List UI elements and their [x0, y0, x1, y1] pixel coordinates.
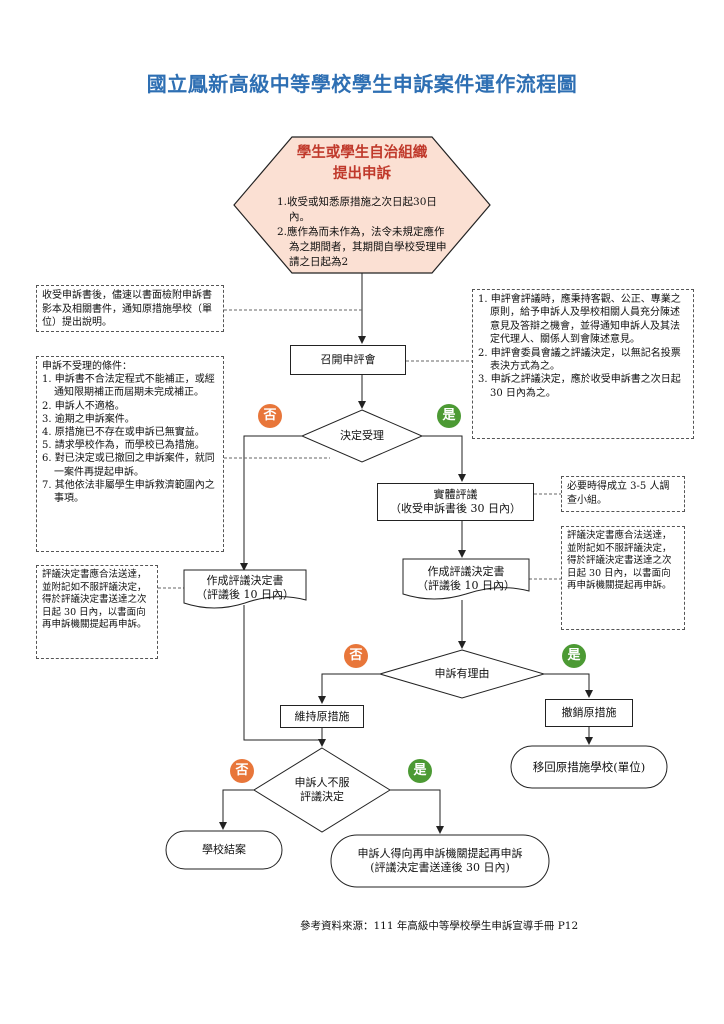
not-accepted-title: 申訴不受理的條件：	[42, 361, 132, 372]
connector-decision-no	[240, 435, 302, 571]
yes-badge-reason: 是	[562, 644, 586, 668]
start-title-line2: 提出申訴	[333, 166, 391, 182]
investigation-note: 必要時得成立 3-5 人調查小組。	[561, 476, 685, 512]
start-title-line1: 學生或學生自治組織	[296, 145, 428, 161]
not-accepted-item-5: 5. 請求學校作為，而學校已為措施。	[42, 440, 205, 452]
right-doc-shape	[402, 558, 530, 600]
left-decision-delivery-note: 評議決定書應合法送達，並附記如不服評議決定，得於評議決定書送達之次日起 30 日…	[36, 565, 158, 659]
dissatisfied-line2: 評議決定	[300, 790, 344, 803]
not-accepted-item-7: 7. 其他依法非屬學生申訴救濟範圍內之事項。	[42, 479, 215, 505]
revoke-measure-box: 撤銷原措施	[545, 699, 633, 727]
not-accepted-note: 申訴不受理的條件： 1. 申訴書不合法定程式不能補正，或經通知限期補正而屆期未完…	[36, 356, 224, 552]
right-decision-delivery-note: 評議決定書應合法送達，並附記如不服評議決定，得於評議決定書送達之次日起 30 日…	[561, 526, 685, 630]
not-accepted-item-2: 2. 申訴人不適格。	[42, 400, 125, 412]
committee-rule-3: 3. 申訴之評議決定，應於收受申訴書之次日起 30 日內為之。	[478, 374, 681, 399]
connector-decision-yes	[422, 435, 466, 482]
convene-committee-box: 召開申評會	[290, 345, 406, 375]
right-doc-title: 作成評議決定書	[427, 565, 505, 578]
not-accepted-item-1: 1. 申訴書不合法定程式不能補正，或經通知限期補正而屆期未完成補正。	[42, 374, 215, 399]
maintain-measure-box: 維持原措施	[280, 705, 364, 728]
reason-decision-diamond	[378, 649, 546, 699]
committee-rules-note: 1. 申評會評議時，應秉持客觀、公正、專業之原則，給予申訴人及學校相關人員充分陳…	[472, 289, 694, 439]
not-accepted-item-6: 6. 對已決定或已撤回之申訴案件，就同一案件再提起申訴。	[42, 453, 215, 478]
reference-source: 參考資料來源：111 年高級中等學校學生申訴宣導手冊 P12	[300, 920, 579, 932]
substantive-review-deadline: （收受申訴書後 30 日內）	[390, 502, 521, 515]
start-conditions: 1.收受或知悉原措施之次日起30日內。 2.應作為而未作為，法令未規定應作為之期…	[277, 195, 453, 270]
committee-rule-2: 2. 申評會委員會議之評議決定，以無記名投票表決方式為之。	[478, 347, 681, 373]
left-doc-deadline: （評議後 10 日內）	[196, 588, 294, 601]
reappeal-label: 申訴人得向再申訴機關提起再申訴 (評議決定書送達後 30 日內)	[331, 847, 549, 875]
start-condition-1: 1.收受或知悉原措施之次日起30日內。	[277, 196, 437, 223]
right-decision-doc-label: 作成評議決定書 （評議後 10 日內）	[403, 565, 529, 593]
start-hexagon	[233, 136, 491, 274]
school-end-label: 學校結案	[202, 843, 246, 856]
yes-badge-dissatisfied: 是	[408, 759, 432, 783]
left-doc-title: 作成評議決定書	[206, 574, 284, 587]
right-doc-deadline: （評議後 10 日內）	[417, 579, 515, 592]
connector-leftdoc-dissatisfied	[243, 605, 322, 741]
accept-decision-label: 決定受理	[340, 429, 384, 442]
not-accepted-item-3: 3. 逾期之申訴案件。	[42, 413, 135, 425]
reappeal-line1: 申訴人得向再申訴機關提起再申訴	[357, 847, 523, 860]
start-title: 學生或學生自治組織 提出申訴	[262, 143, 462, 185]
page-title: 國立鳳新高級中等學校學生申訴案件運作流程圖	[146, 72, 578, 96]
connector-reason-no	[318, 673, 380, 704]
dissatisfied-decision-label: 申訴人不服 評議決定	[272, 776, 372, 804]
connector-dissatisfied-yes	[390, 789, 444, 834]
return-school-terminal	[510, 745, 668, 789]
school-end-terminal	[165, 830, 283, 870]
notify-school-note: 收受申訴書後，儘速以書面檢附申訴書影本及相關書件，通知原措施學校（單位）提出說明…	[36, 285, 224, 332]
no-badge-reason: 否	[344, 644, 368, 668]
substantive-review-title: 實體評議	[433, 488, 478, 501]
committee-rule-1: 1. 申評會評議時，應秉持客觀、公正、專業之原則，給予申訴人及學校相關人員充分陳…	[478, 294, 681, 346]
dissatisfied-line1: 申訴人不服	[294, 776, 350, 789]
reason-decision-label: 申訴有理由	[434, 667, 490, 680]
left-doc-shape	[183, 569, 307, 609]
dissatisfied-decision-diamond	[253, 747, 391, 833]
not-accepted-item-4: 4. 原措施已不存在或申訴已無實益。	[42, 427, 205, 439]
reappeal-line2: (評議決定書送達後 30 日內)	[370, 861, 510, 874]
yes-badge-accept: 是	[437, 404, 461, 428]
accept-decision-diamond	[300, 409, 424, 463]
connector-dissatisfied-no	[219, 789, 254, 830]
connector-reason-yes	[544, 673, 593, 698]
reappeal-terminal	[330, 834, 550, 888]
left-decision-doc-label: 作成評議決定書 （評議後 10 日內）	[184, 574, 306, 602]
start-condition-2: 2.應作為而未作為，法令未規定應作為之期間者，其期間自學校受理申請之日起為2	[277, 226, 447, 268]
return-school-label: 移回原措施學校(單位)	[532, 760, 646, 774]
no-badge-accept: 否	[258, 404, 282, 428]
substantive-review-box: 實體評議 （收受申訴書後 30 日內）	[377, 483, 534, 521]
no-badge-dissatisfied: 否	[230, 759, 254, 783]
